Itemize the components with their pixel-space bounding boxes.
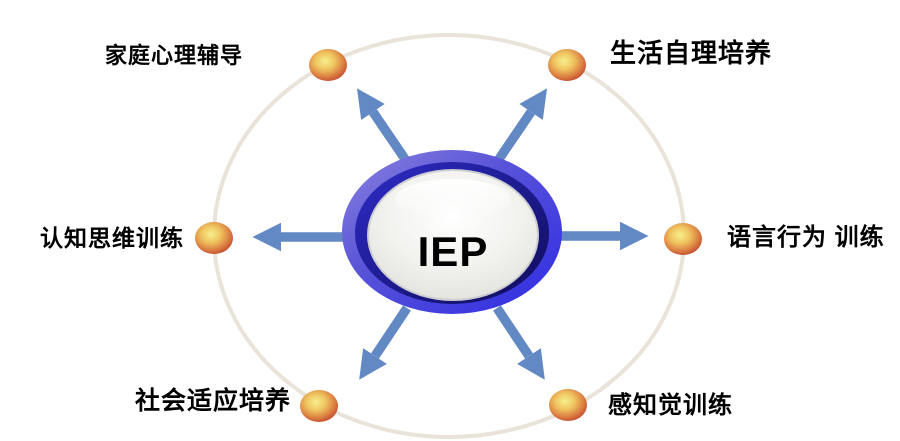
node-label-right: 语言行为 训练 [727,224,885,251]
node-ball-bottom-right-icon [549,389,587,421]
node-ball-right-icon [664,223,702,255]
sphere-highlight [395,179,511,219]
node-label-bottom-left: 社会适应培养 [135,387,292,415]
center-label: IEP [417,228,489,275]
node-label-left: 认知思维训练 [40,225,184,251]
node-ball-top-left-icon [309,49,347,81]
arrow-top-left-icon [356,88,411,165]
node-ball-top-right-icon [548,49,586,81]
center-node [342,150,562,314]
arrow-top-right-icon [493,88,548,165]
node-label-top-right: 生活自理培养 [610,38,773,68]
node-label-top-left: 家庭心理辅导 [105,43,244,68]
node-label-bottom-right: 感知觉训练 [608,392,733,419]
node-ball-left-icon [195,222,233,254]
arrow-bottom-left-icon [359,305,411,380]
node-ball-group [195,49,702,422]
node-ball-bottom-left-icon [300,390,338,422]
arrow-bottom-right-icon [493,305,545,380]
